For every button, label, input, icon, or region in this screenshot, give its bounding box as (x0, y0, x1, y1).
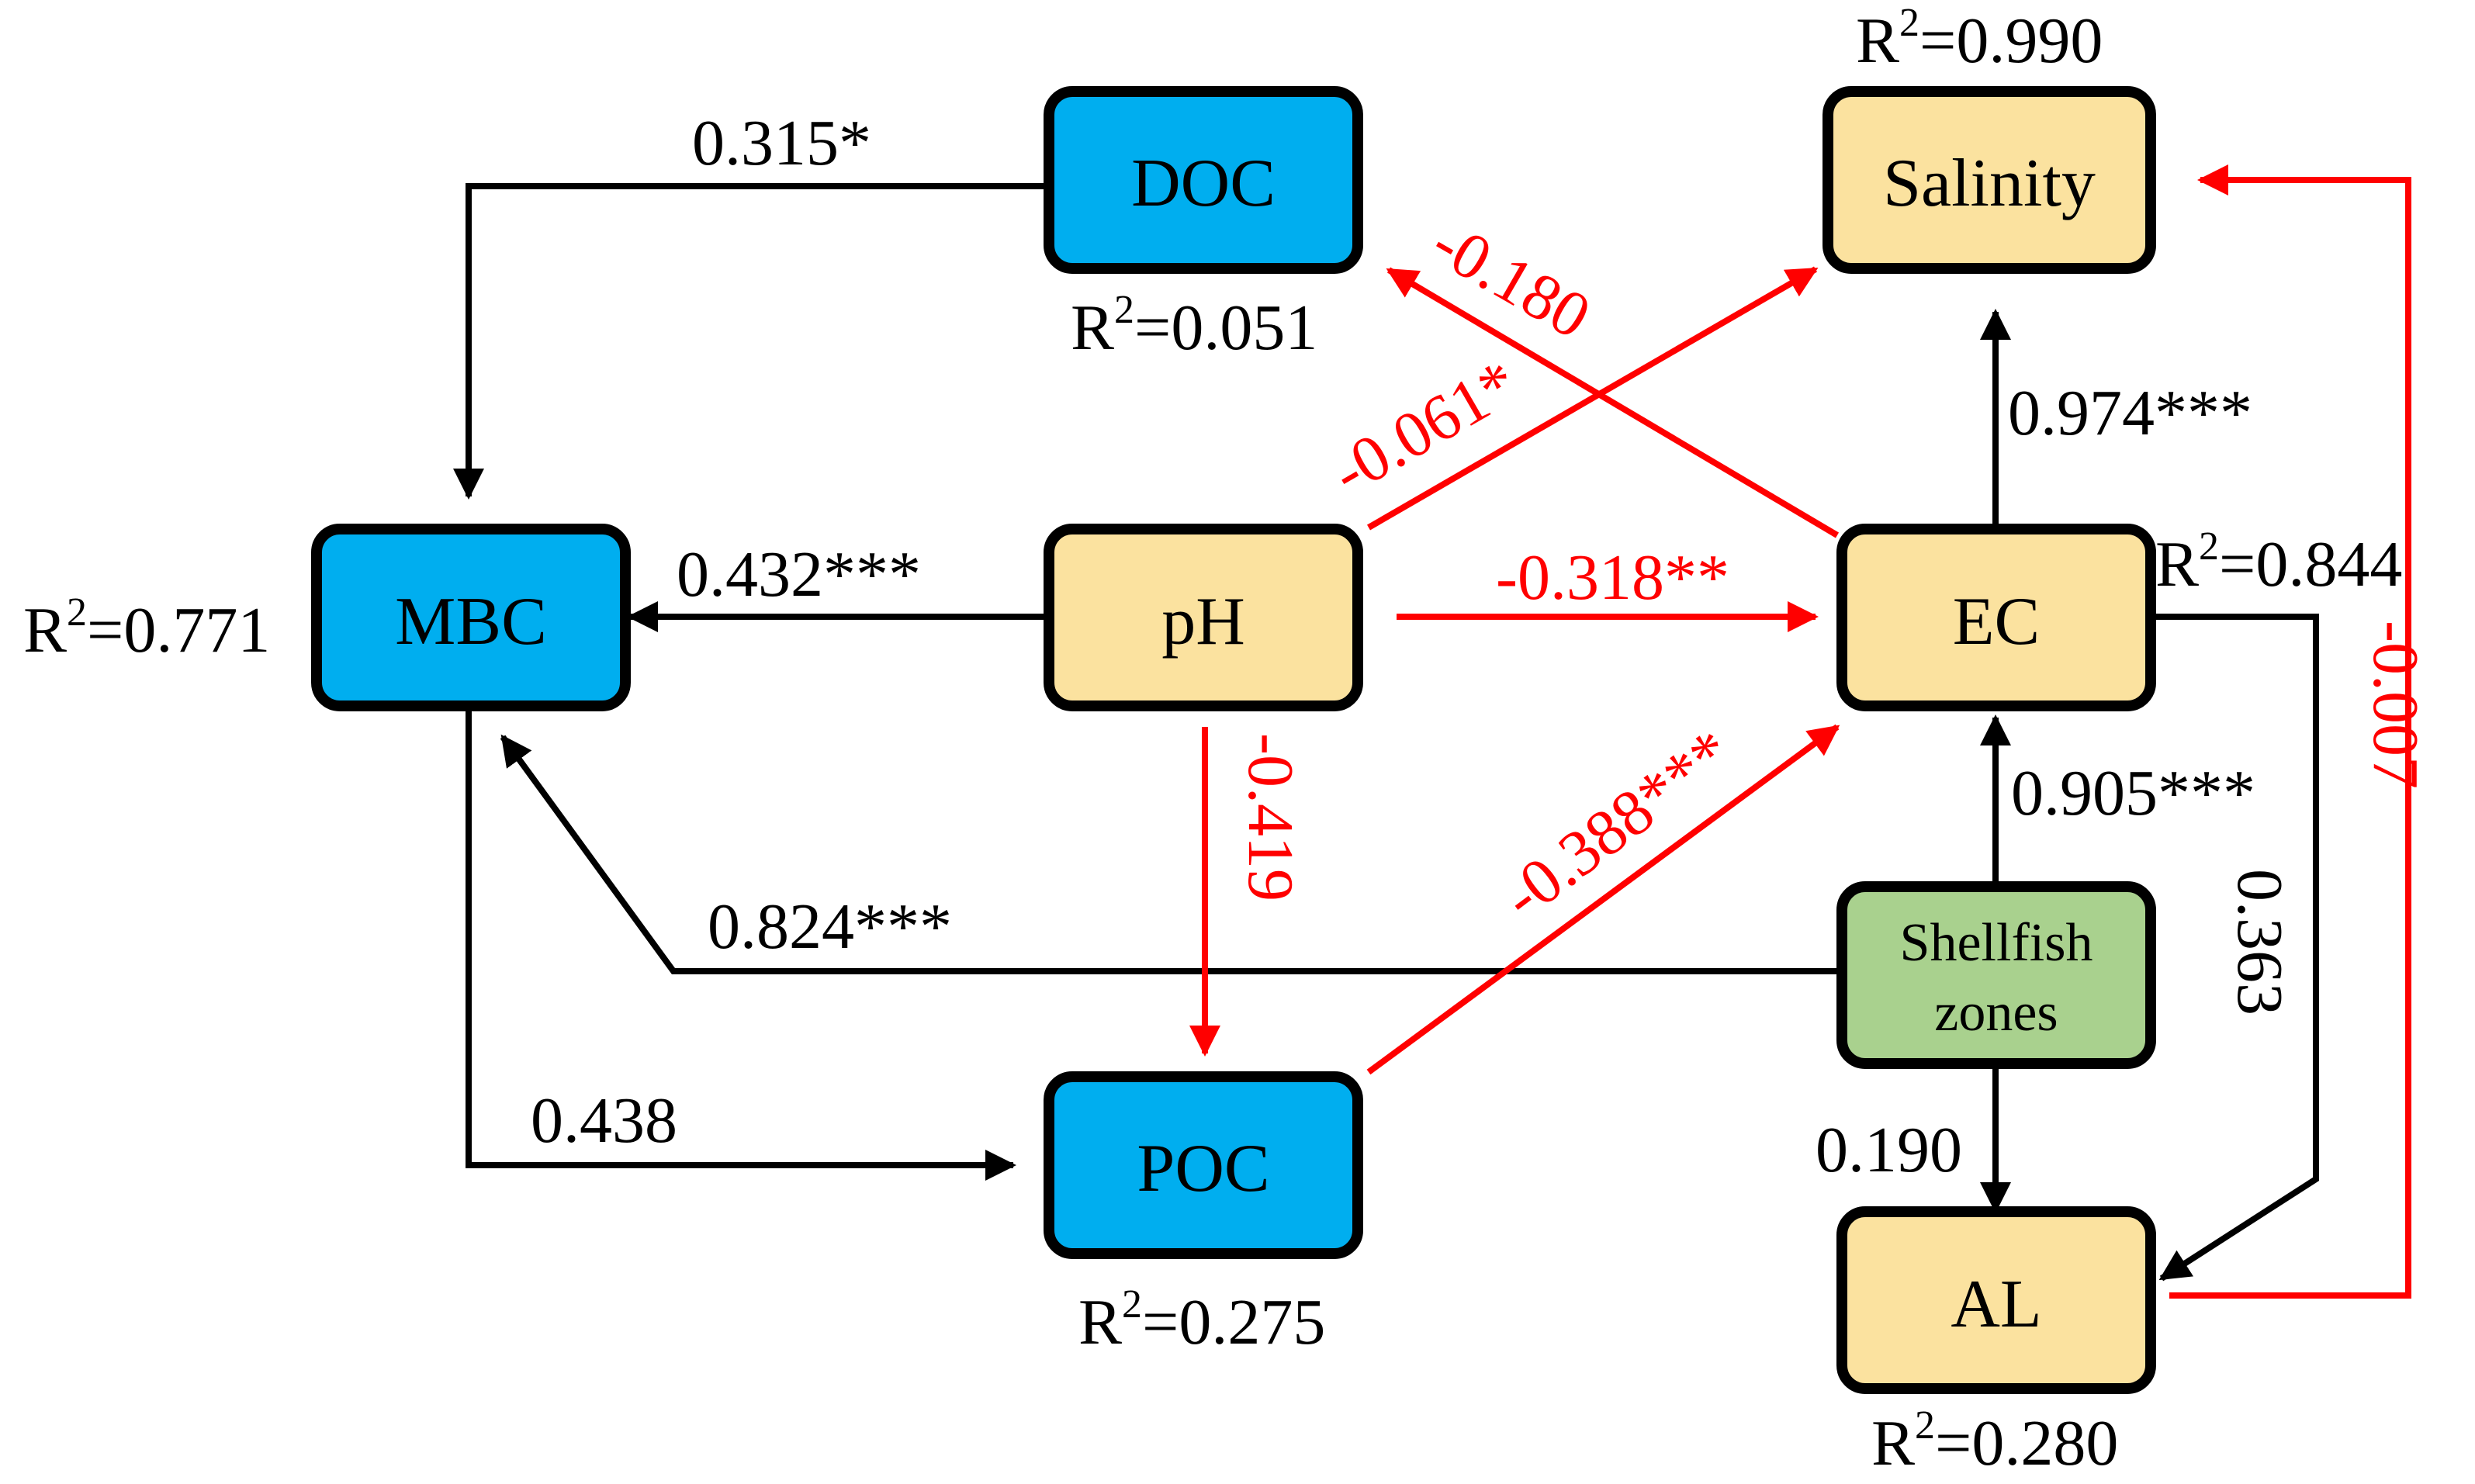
coef-ec-salinity: 0.974*** (2008, 377, 2252, 449)
node-poc: POC (1044, 1071, 1363, 1259)
node-ec: EC (1836, 524, 2156, 711)
node-shellfish-zones: Shellfish zones (1836, 881, 2156, 1069)
node-al-label: AL (1951, 1267, 2041, 1342)
coef-shellfish-mbc: 0.824*** (708, 891, 952, 963)
node-salinity-box (1822, 86, 2156, 274)
coef-doc-mbc: 0.315* (692, 107, 871, 179)
r2-salinity: R2=0.990 (1856, 1, 2103, 77)
edge-poc-ec (1366, 724, 1840, 1075)
node-al-box (1836, 1206, 2156, 1394)
node-shellfish-label-line1: Shellfish (1900, 913, 2093, 973)
node-salinity-label: Salinity (1883, 146, 2096, 221)
node-poc-box (1044, 1071, 1363, 1259)
coef-shellfish-ec: 0.905*** (2011, 757, 2255, 829)
node-mbc: MBC (311, 524, 631, 711)
coef-al-salinity: -0.007 (2359, 621, 2432, 789)
edge-ph-salinity (1366, 266, 1819, 531)
edge-mbc-poc (466, 710, 1016, 1181)
node-ec-box (1836, 524, 2156, 711)
edge-al-salinity (2169, 164, 2411, 1299)
node-doc-label: DOC (1131, 146, 1276, 221)
r2-ec: R2=0.844 (2155, 524, 2402, 600)
coef-ph-ec: -0.318** (1496, 541, 1729, 614)
node-poc-label: POC (1137, 1131, 1269, 1206)
coef-ph-salinity: -0.061* (1320, 346, 1530, 509)
node-al: AL (1836, 1206, 2156, 1394)
node-ph-label: pH (1161, 584, 1245, 659)
node-shellfish-box (1836, 881, 2156, 1069)
edge-shellfish-mbc (500, 734, 1843, 974)
edge-ec-doc (1386, 267, 1840, 538)
coef-ec-al: 0.363 (2224, 869, 2296, 1015)
r2-al: R2=0.280 (1871, 1403, 2118, 1479)
r2-poc: R2=0.275 (1078, 1282, 1325, 1358)
node-ph-box (1044, 524, 1363, 711)
r2-mbc: R2=0.771 (23, 590, 270, 666)
node-ec-label: EC (1953, 584, 2040, 659)
node-doc-box (1044, 86, 1363, 274)
coef-ph-mbc: 0.432*** (677, 538, 921, 611)
node-shellfish-label-line2: zones (1934, 983, 2058, 1043)
coef-ec-doc: -0.180 (1421, 206, 1602, 353)
node-doc: DOC (1044, 86, 1363, 274)
coef-mbc-poc: 0.438 (531, 1084, 677, 1157)
coef-ph-poc: -0.419 (1234, 733, 1307, 901)
r2-doc: R2=0.051 (1071, 288, 1317, 364)
node-salinity: Salinity (1822, 86, 2156, 274)
node-mbc-box (311, 524, 631, 711)
node-mbc-label: MBC (395, 584, 547, 659)
coef-shellfish-al: 0.190 (1816, 1114, 1962, 1186)
edge-ec-al (2155, 614, 2319, 1282)
node-ph: pH (1044, 524, 1363, 711)
edge-doc-mbc (453, 183, 1046, 500)
